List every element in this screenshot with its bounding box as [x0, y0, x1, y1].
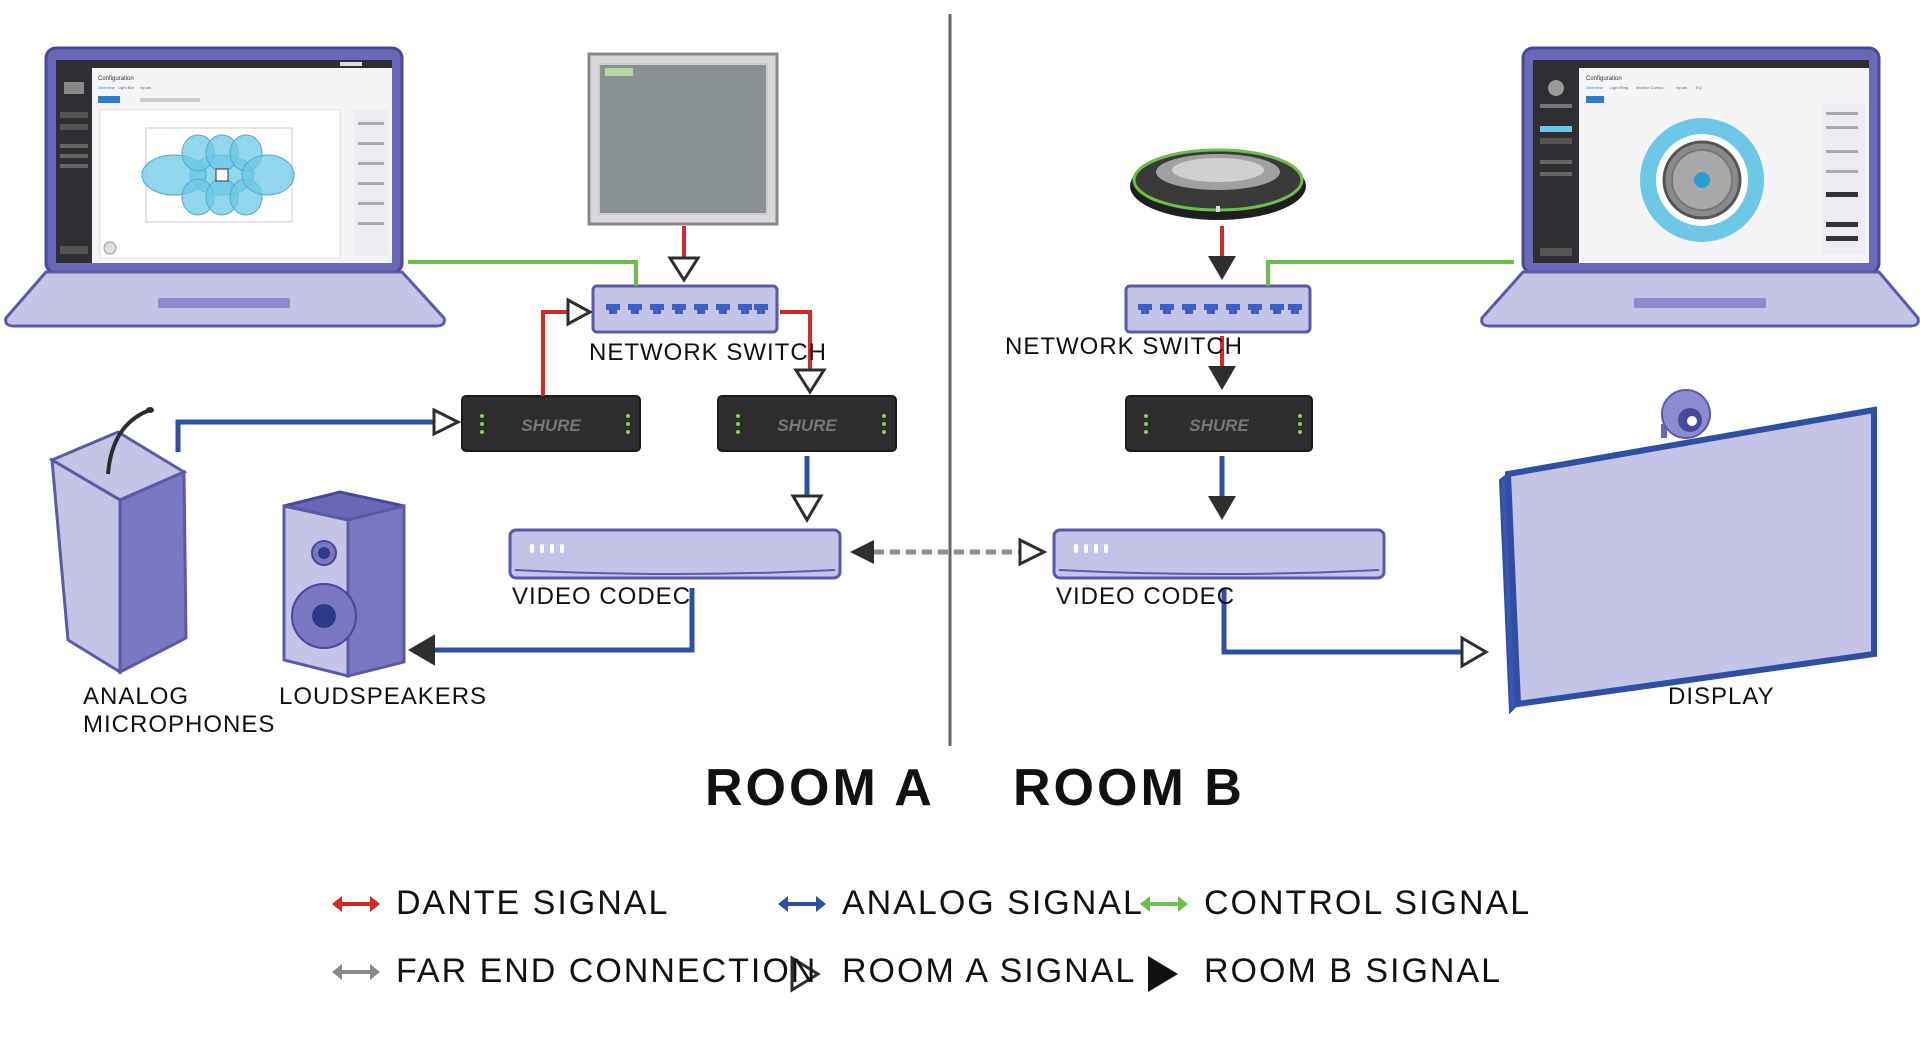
legend-control-icon: [1140, 896, 1188, 912]
laptop-b-tab-1: Overview: [1586, 85, 1603, 90]
laptop-b-tab-4: Inputs: [1676, 85, 1687, 90]
legend-far-end-label: FAR END CONNECTION: [396, 952, 818, 990]
network-switch-room-b: [1124, 284, 1312, 334]
room-a-title: ROOM A: [705, 759, 935, 817]
legend-control-label: CONTROL SIGNAL: [1204, 884, 1532, 922]
video-codec-a-label: VIDEO CODEC: [512, 583, 692, 610]
coverage-lobes: [141, 134, 295, 216]
shure-interface-room-a-1: SHURE: [461, 395, 641, 452]
laptop-a-tab-3: Inputs: [140, 85, 151, 90]
video-codec-room-b: [1052, 528, 1386, 580]
far-end-connection-line: [850, 537, 1048, 567]
loudspeakers-label: LOUDSPEAKERS: [279, 683, 488, 710]
network-switch-a-label: NETWORK SWITCH: [589, 339, 827, 366]
analog-mics-label-line2: MICROPHONES: [83, 711, 276, 738]
analog-signal-lines-room-a: [175, 407, 824, 666]
display-screen: [1498, 406, 1877, 715]
display-label: DISPLAY: [1668, 683, 1775, 710]
laptop-b-title: Configuration: [1586, 76, 1622, 82]
legend-dante-icon: [332, 896, 380, 912]
shure-interface-room-b: SHURE: [1125, 395, 1313, 452]
coverage-ring: [1640, 118, 1764, 242]
laptop-a-tab-2: Light Bar: [118, 85, 135, 90]
control-signal-line-a: [408, 260, 638, 286]
laptop-a-tab-1: Overview: [98, 85, 115, 90]
table-array-mic-room-b: [1130, 148, 1306, 220]
ceiling-array-mic-room-a: [587, 52, 779, 226]
webcam: [1661, 389, 1711, 439]
shure-logo: SHURE: [521, 416, 581, 435]
dante-signal-lines-room-b: [1208, 226, 1236, 390]
legend-room-b-icon: [1148, 956, 1178, 992]
laptop-b-tab-2: Light Ring: [1610, 85, 1628, 90]
legend-far-end-icon: [332, 964, 380, 980]
legend-dante-label: DANTE SIGNAL: [396, 884, 670, 922]
legend-room-a-icon: [790, 955, 821, 993]
shure-interface-room-a-2: SHURE: [717, 395, 897, 452]
analog-microphone-lectern: [48, 407, 188, 675]
legend-analog-label: ANALOG SIGNAL: [842, 884, 1144, 922]
legend-room-b-label: ROOM B SIGNAL: [1204, 952, 1503, 990]
loudspeaker: [282, 490, 406, 678]
laptop-b-tab-3: Monitor Control: [1636, 85, 1663, 90]
dante-signal-lines-room-a: [541, 226, 827, 396]
video-codec-b-label: VIDEO CODEC: [1056, 583, 1236, 610]
control-signal-line-b: [1266, 260, 1514, 286]
laptop-room-a: Configuration Overview Light Bar Inputs: [4, 46, 446, 328]
shure-logo: SHURE: [777, 416, 837, 435]
laptop-b-tab-5: EQ: [1696, 85, 1702, 90]
analog-signal-lines-room-b: [1208, 456, 1489, 669]
analog-mics-label-line1: ANALOG: [83, 683, 190, 710]
shure-logo: SHURE: [1189, 416, 1249, 435]
video-codec-room-a: [508, 528, 842, 580]
legend-analog-icon: [778, 896, 826, 912]
legend-room-a-label: ROOM A SIGNAL: [842, 952, 1137, 990]
network-switch-b-label: NETWORK SWITCH: [1005, 333, 1243, 360]
network-switch-room-a: [591, 284, 779, 334]
room-b-title: ROOM B: [1013, 759, 1245, 817]
laptop-room-b: Configuration Overview Light Ring Monito…: [1480, 46, 1920, 328]
laptop-a-title: Configuration: [98, 76, 134, 82]
